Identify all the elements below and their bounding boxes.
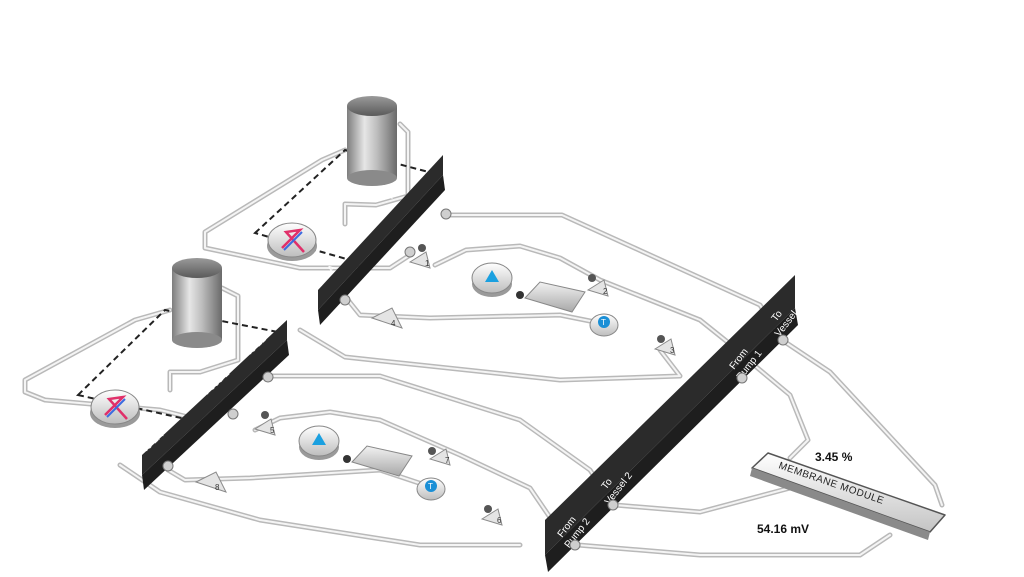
feed-2-panel: To 2A Feed 2 To 2B [140,320,289,490]
voltage-readout: 54.16 mV [757,522,809,536]
to-vessel-1-connector-icon[interactable] [777,334,789,346]
concentration-readout: 3.45 % [815,450,853,464]
temperature-sensor-2-label: T [428,482,433,491]
valve-2-label: 2 [603,287,608,296]
valve-4-icon[interactable]: 4 [370,307,403,329]
to-vessel-2-connector-icon[interactable] [607,499,619,511]
heater-1-icon [267,222,317,261]
vessel-2-icon [172,258,222,348]
temperature-sensor-1-icon: T [589,313,619,337]
valve-1-icon[interactable]: 1 [408,244,431,269]
valve-6-label: 6 [497,516,502,525]
valve-4-label: 4 [391,319,396,328]
feed-1-connector-icon[interactable] [404,246,416,258]
valve-7-label: 7 [445,456,450,465]
flow-cell-1-icon [516,281,586,313]
pump-1-icon [471,262,513,297]
to-2b-connector-icon[interactable] [262,371,274,383]
valve-6-icon[interactable]: 6 [480,505,503,526]
heater-2-icon [90,389,140,428]
valve-3-label: 3 [670,346,675,355]
feed-2-connector-icon[interactable] [227,408,239,420]
from-pump-1-connector-icon[interactable] [736,372,748,384]
flow-cell-2-icon [343,445,413,477]
pump-2-icon [298,425,340,460]
valve-8-label: 8 [215,483,220,492]
from-pump-2-connector-icon[interactable] [569,539,581,551]
temperature-sensor-1-label: T [601,318,606,327]
valve-7-icon[interactable]: 7 [428,447,451,466]
vessel-1-icon [347,96,397,186]
valve-2-icon[interactable]: 2 [586,274,609,297]
valve-3-icon[interactable]: 3 [653,335,676,356]
to-1a-connector-icon[interactable] [339,294,351,306]
valve-8-icon[interactable]: 8 [194,471,227,493]
temperature-sensor-2-icon: T [416,477,446,501]
vessel-2-tray-outline [75,308,281,422]
valve-5-icon[interactable]: 5 [253,411,276,436]
valve-1-label: 1 [425,259,430,268]
tubing [22,121,945,558]
to-2a-connector-icon[interactable] [162,460,174,472]
valve-5-label: 5 [270,426,275,435]
to-1b-connector-icon[interactable] [440,208,452,220]
